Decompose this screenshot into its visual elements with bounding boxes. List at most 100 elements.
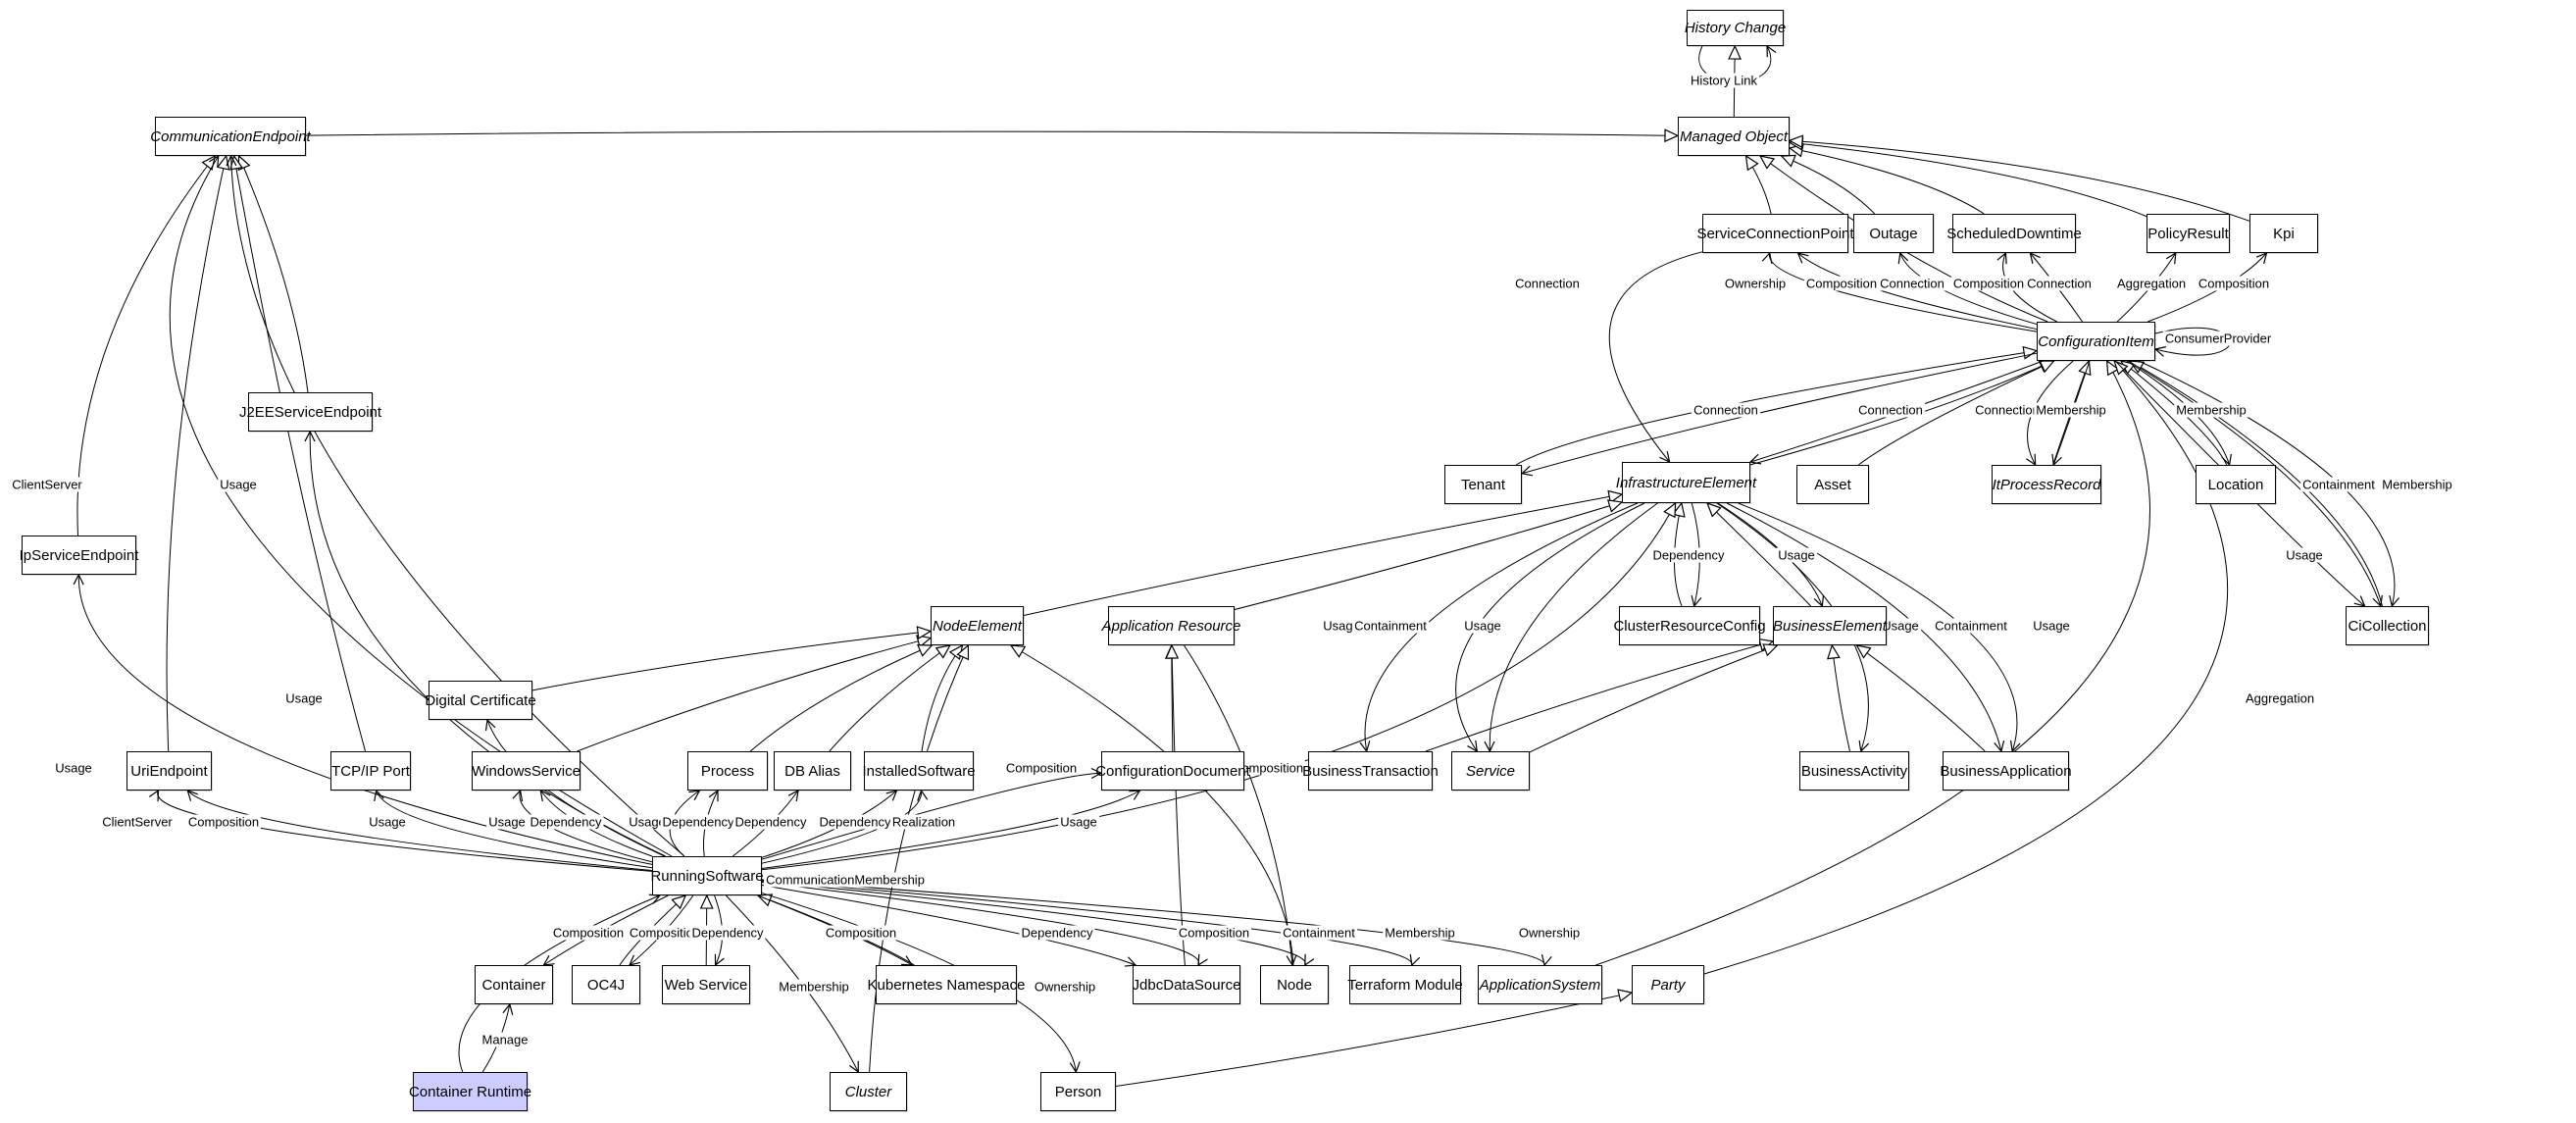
association-edge (1520, 352, 2038, 477)
association-edge (761, 880, 1315, 967)
inheritance-edge (1595, 359, 2150, 966)
diagram-node-party[interactable]: Party (1632, 965, 1704, 1004)
diagram-node-ci_collection[interactable]: CiCollection (2346, 606, 2429, 645)
inheritance-edge (1515, 345, 2039, 466)
inheritance-edge (531, 626, 933, 691)
diagram-node-history_change[interactable]: History Change (1685, 10, 1786, 46)
diagram-node-windows_service[interactable]: WindowsService (472, 751, 581, 791)
diagram-node-digital_certificate[interactable]: Digital Certificate (425, 681, 536, 720)
diagram-node-ip_service_endpoint[interactable]: IpServiceEndpoint (20, 536, 138, 575)
edge-label: Composition (550, 925, 627, 941)
diagram-node-business_transaction[interactable]: BusinessTransaction (1302, 751, 1439, 791)
diagram-node-it_process_record[interactable]: ItProcessRecord (1992, 465, 2101, 504)
diagram-node-oc4j[interactable]: OC4J (572, 965, 640, 1004)
association-edge (761, 882, 1208, 967)
diagram-node-cluster_resource_config[interactable]: ClusterResourceConfig (1613, 606, 1766, 645)
diagram-node-infrastructure_element[interactable]: InfrastructureElement (1616, 462, 1756, 503)
diagram-node-asset[interactable]: Asset (1796, 465, 1869, 504)
edge-label: Composition (1003, 760, 1080, 776)
edge-label: Membership (777, 979, 851, 995)
diagram-node-web_service[interactable]: Web Service (662, 965, 750, 1004)
diagram-node-business_element[interactable]: BusinessElement (1773, 606, 1887, 645)
edge-label: Dependency (817, 814, 893, 830)
diagram-node-configuration_document[interactable]: ConfigurationDocument (1095, 751, 1250, 791)
diagram-node-application_system[interactable]: ApplicationSystem (1478, 965, 1602, 1004)
edge-label: Dependency (660, 814, 736, 830)
inheritance-edge (1788, 134, 2250, 222)
edge-label: Composition (1176, 925, 1252, 941)
edge-label: Composition (1803, 276, 1880, 291)
diagram-node-business_application[interactable]: BusinessApplication (1940, 751, 2072, 791)
diagram-node-uri_endpoint[interactable]: UriEndpoint (126, 751, 212, 791)
diagram-node-configuration_item[interactable]: ConfigurationItem (2037, 322, 2155, 361)
association-edge (304, 430, 666, 857)
diagram-node-terraform_module[interactable]: Terraform Module (1347, 965, 1463, 1004)
edge-label: Containment (2300, 477, 2377, 492)
diagram-node-communication_endpoint[interactable]: CommunicationEndpoint (150, 117, 311, 156)
association-edge (186, 790, 653, 872)
edge-label: Membership (2034, 402, 2108, 418)
diagram-node-container[interactable]: Container (475, 965, 553, 1004)
diagram-node-managed_object[interactable]: Managed Object (1678, 117, 1790, 156)
association-edge (1796, 252, 2038, 331)
inheritance-edge (829, 644, 951, 752)
edge-label: Connection (1692, 402, 1760, 418)
diagram-node-db_alias[interactable]: DB Alias (774, 751, 851, 791)
edge-label: Ownership (1516, 925, 1583, 941)
edge-label: ConsumerProvider (2162, 331, 2274, 346)
edge-label: Composition (1950, 276, 2027, 291)
diagram-node-tenant[interactable]: Tenant (1444, 465, 1522, 504)
diagram-node-service_connection_point[interactable]: ServiceConnectionPoint (1696, 214, 1854, 253)
edge-label: Ownership (1722, 276, 1789, 291)
inheritance-edge (229, 154, 367, 752)
edge-label: Aggregation (2243, 690, 2317, 706)
inheritance-edge (1706, 502, 1812, 607)
association-edge (1184, 644, 1297, 967)
edge-label: Ownership (1032, 979, 1098, 995)
diagram-node-scheduled_downtime[interactable]: ScheduledDowntime (1946, 214, 2082, 253)
diagram-node-running_software[interactable]: RunningSoftware (650, 856, 764, 895)
association-edge (761, 880, 1421, 967)
diagram-node-service[interactable]: Service (1451, 751, 1530, 791)
diagram-node-tcpip_port[interactable]: TCP/IP Port (330, 751, 411, 791)
edge-label: Usage (486, 814, 528, 830)
inheritance-edge (749, 644, 934, 752)
association-edge (148, 789, 653, 872)
edge-label: Usage (1462, 618, 1503, 634)
diagram-node-kubernetes_namespace[interactable]: Kubernetes Namespace (868, 965, 1025, 1004)
inheritance-edge (1780, 154, 1876, 215)
diagram-node-process[interactable]: Process (687, 751, 768, 791)
association-edge (1608, 251, 1703, 464)
diagram-node-outage[interactable]: Outage (1853, 214, 1934, 253)
edge-label: Composition (185, 814, 262, 830)
diagram-node-person[interactable]: Person (1040, 1072, 1116, 1111)
diagram-node-container_runtime[interactable]: Container Runtime (409, 1072, 531, 1111)
diagram-node-cluster[interactable]: Cluster (830, 1072, 907, 1111)
inheritance-edge (761, 501, 1677, 871)
diagram-node-location[interactable]: Location (2196, 465, 2276, 504)
edge-label: Composition (823, 925, 899, 941)
edge-label: Dependency (1650, 547, 1727, 563)
diagram-node-j2ee_service_endpoint[interactable]: J2EEServiceEndpoint (239, 392, 381, 432)
edge-label: Dependency (1019, 925, 1095, 941)
diagram-node-policy_result[interactable]: PolicyResult (2147, 214, 2230, 253)
association-edge (761, 885, 1137, 967)
diagram-node-kpi[interactable]: Kpi (2249, 214, 2318, 253)
diagram-node-jdbc_data_source[interactable]: JdbcDataSource (1133, 965, 1240, 1004)
diagram-node-installed_software[interactable]: InstalledSoftware (862, 751, 976, 791)
diagram-node-application_resource[interactable]: Application Resource (1102, 606, 1240, 645)
diagram-node-node_element[interactable]: NodeElement (931, 606, 1024, 645)
association-edge (73, 573, 653, 865)
inheritance-edge (1425, 638, 1775, 752)
inheritance-edge (166, 154, 230, 752)
edge-label: Connection (2025, 276, 2094, 291)
inheritance-edge (1165, 643, 1186, 966)
inheritance-edge (1009, 644, 1294, 966)
diagram-node-node[interactable]: Node (1260, 965, 1329, 1004)
edge-label: Aggregation (2114, 276, 2189, 291)
edge-label: Membership (2380, 477, 2454, 492)
association-edge (374, 789, 653, 869)
diagram-node-business_activity[interactable]: BusinessActivity (1799, 751, 1909, 791)
